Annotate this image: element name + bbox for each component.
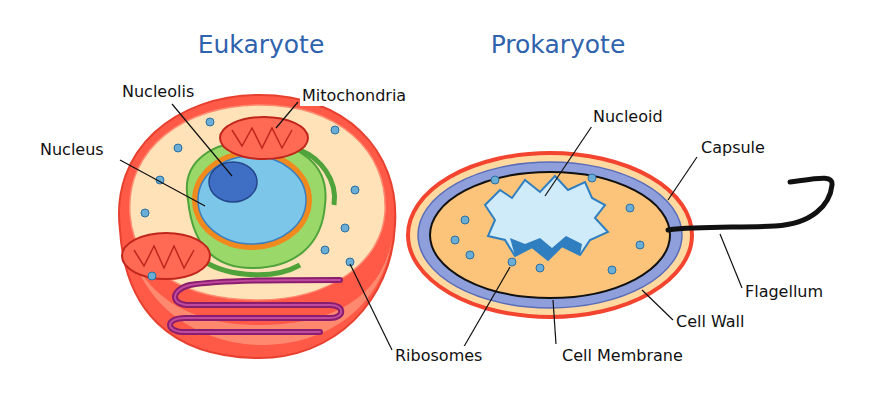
cell-heading: Eukaryote bbox=[112, 30, 410, 59]
cell-heading: Prokaryote bbox=[404, 30, 712, 59]
part-label: Nucleoid bbox=[591, 107, 665, 127]
part-label: Nucleus bbox=[38, 140, 106, 160]
part-label: Cell Wall bbox=[674, 312, 746, 332]
cell-group: Eukaryote bbox=[112, 30, 410, 360]
part-label: Nucleolis bbox=[120, 82, 196, 102]
cell-group: Prokaryote bbox=[404, 30, 712, 330]
part-label: Capsule bbox=[699, 138, 767, 158]
part-label: Mitochondria bbox=[300, 86, 408, 106]
part-label: Ribosomes bbox=[393, 346, 484, 366]
part-label: Flagellum bbox=[743, 282, 825, 302]
part-label: Cell Membrane bbox=[560, 346, 685, 366]
